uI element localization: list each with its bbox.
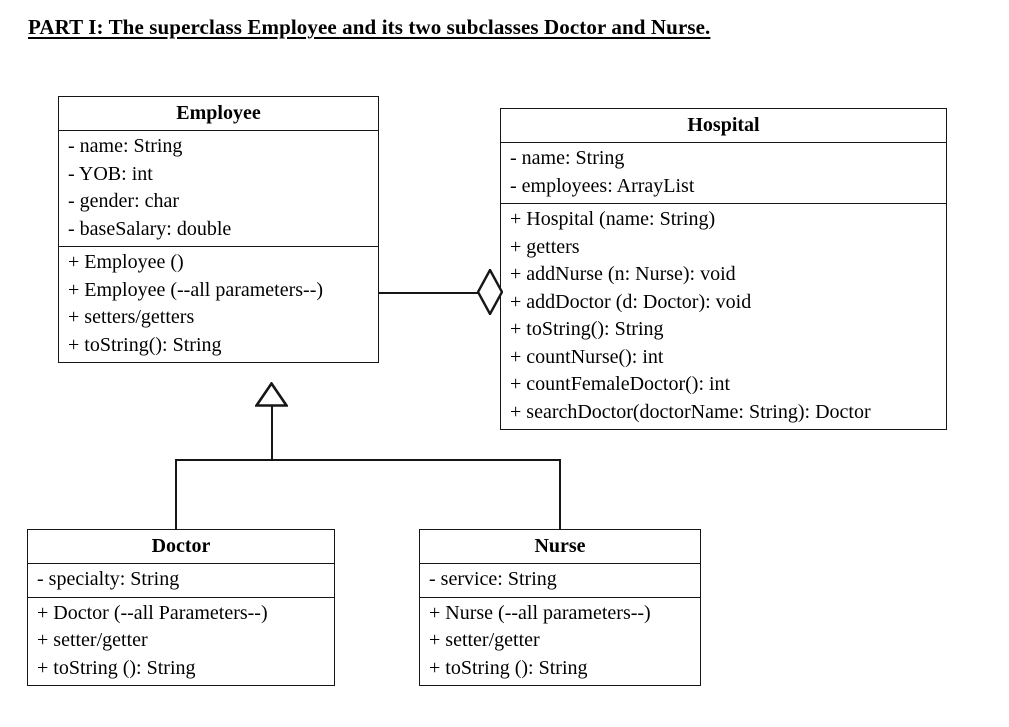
page-title: PART I: The superclass Employee and its … <box>28 15 711 39</box>
attribute-row: - baseSalary: double <box>68 217 232 240</box>
attributes-section-hospital: - name: String - employees: ArrayList <box>501 143 946 203</box>
method-row: + toString (): String <box>429 656 588 679</box>
attribute-row: - YOB: int <box>68 162 153 185</box>
method-row: + addDoctor (d: Doctor): void <box>510 290 752 313</box>
method-row: + Doctor (--all Parameters--) <box>37 601 268 624</box>
method-row: + setters/getters <box>68 306 195 328</box>
method-row: + setter/getter <box>37 629 148 651</box>
methods-section-doctor: + Doctor (--all Parameters--) + setter/g… <box>28 596 334 685</box>
uml-class-employee: Employee - name: String - YOB: int - gen… <box>58 96 379 363</box>
attributes-section-doctor: - specialty: String <box>28 564 334 597</box>
method-row: + addNurse (n: Nurse): void <box>510 263 736 285</box>
uml-class-hospital: Hospital - name: String - employees: Arr… <box>500 108 947 430</box>
attribute-row: - specialty: String <box>37 568 180 590</box>
class-name-nurse: Nurse <box>420 530 700 564</box>
class-name-doctor: Doctor <box>28 530 334 564</box>
class-name-hospital: Hospital <box>501 109 946 143</box>
method-row: + countFemaleDoctor(): int <box>510 373 731 395</box>
uml-class-doctor: Doctor - specialty: String + Doctor (--a… <box>27 529 335 686</box>
method-row: + setter/getter <box>429 629 540 651</box>
attribute-row: - name: String <box>510 147 625 169</box>
method-row: + toString(): String <box>510 318 664 340</box>
method-row: + getters <box>510 235 580 258</box>
attribute-row: - gender: char <box>68 190 180 212</box>
methods-section-hospital: + Hospital (name: String) + getters + ad… <box>501 203 946 429</box>
attribute-row: - employees: ArrayList <box>510 174 695 197</box>
generalization-line-doctor <box>175 459 177 545</box>
method-row: + countNurse(): int <box>510 345 664 368</box>
class-name-employee: Employee <box>59 97 378 131</box>
method-row: + searchDoctor(doctorName: String): Doct… <box>510 400 871 423</box>
aggregation-diamond-icon <box>477 269 503 315</box>
attributes-section-employee: - name: String - YOB: int - gender: char… <box>59 131 378 246</box>
method-row: + Nurse (--all parameters--) <box>429 601 651 624</box>
attribute-row: - name: String <box>68 135 183 157</box>
method-row: + Employee (--all parameters--) <box>68 278 324 301</box>
generalization-line-nurse <box>559 459 561 545</box>
uml-class-nurse: Nurse - service: String + Nurse (--all p… <box>419 529 701 686</box>
attribute-row: - service: String <box>429 568 557 590</box>
method-row: + Hospital (name: String) <box>510 208 716 230</box>
method-row: + toString (): String <box>37 656 196 679</box>
method-row: + Employee () <box>68 251 184 273</box>
generalization-stem <box>271 404 273 461</box>
generalization-bar <box>175 459 561 461</box>
methods-section-nurse: + Nurse (--all parameters--) + setter/ge… <box>420 596 700 685</box>
inheritance-triangle-icon <box>255 382 288 407</box>
method-row: + toString(): String <box>68 333 222 356</box>
attributes-section-nurse: - service: String <box>420 564 700 597</box>
aggregation-line-employee-hospital <box>379 292 483 294</box>
methods-section-employee: + Employee () + Employee (--all paramete… <box>59 246 378 362</box>
